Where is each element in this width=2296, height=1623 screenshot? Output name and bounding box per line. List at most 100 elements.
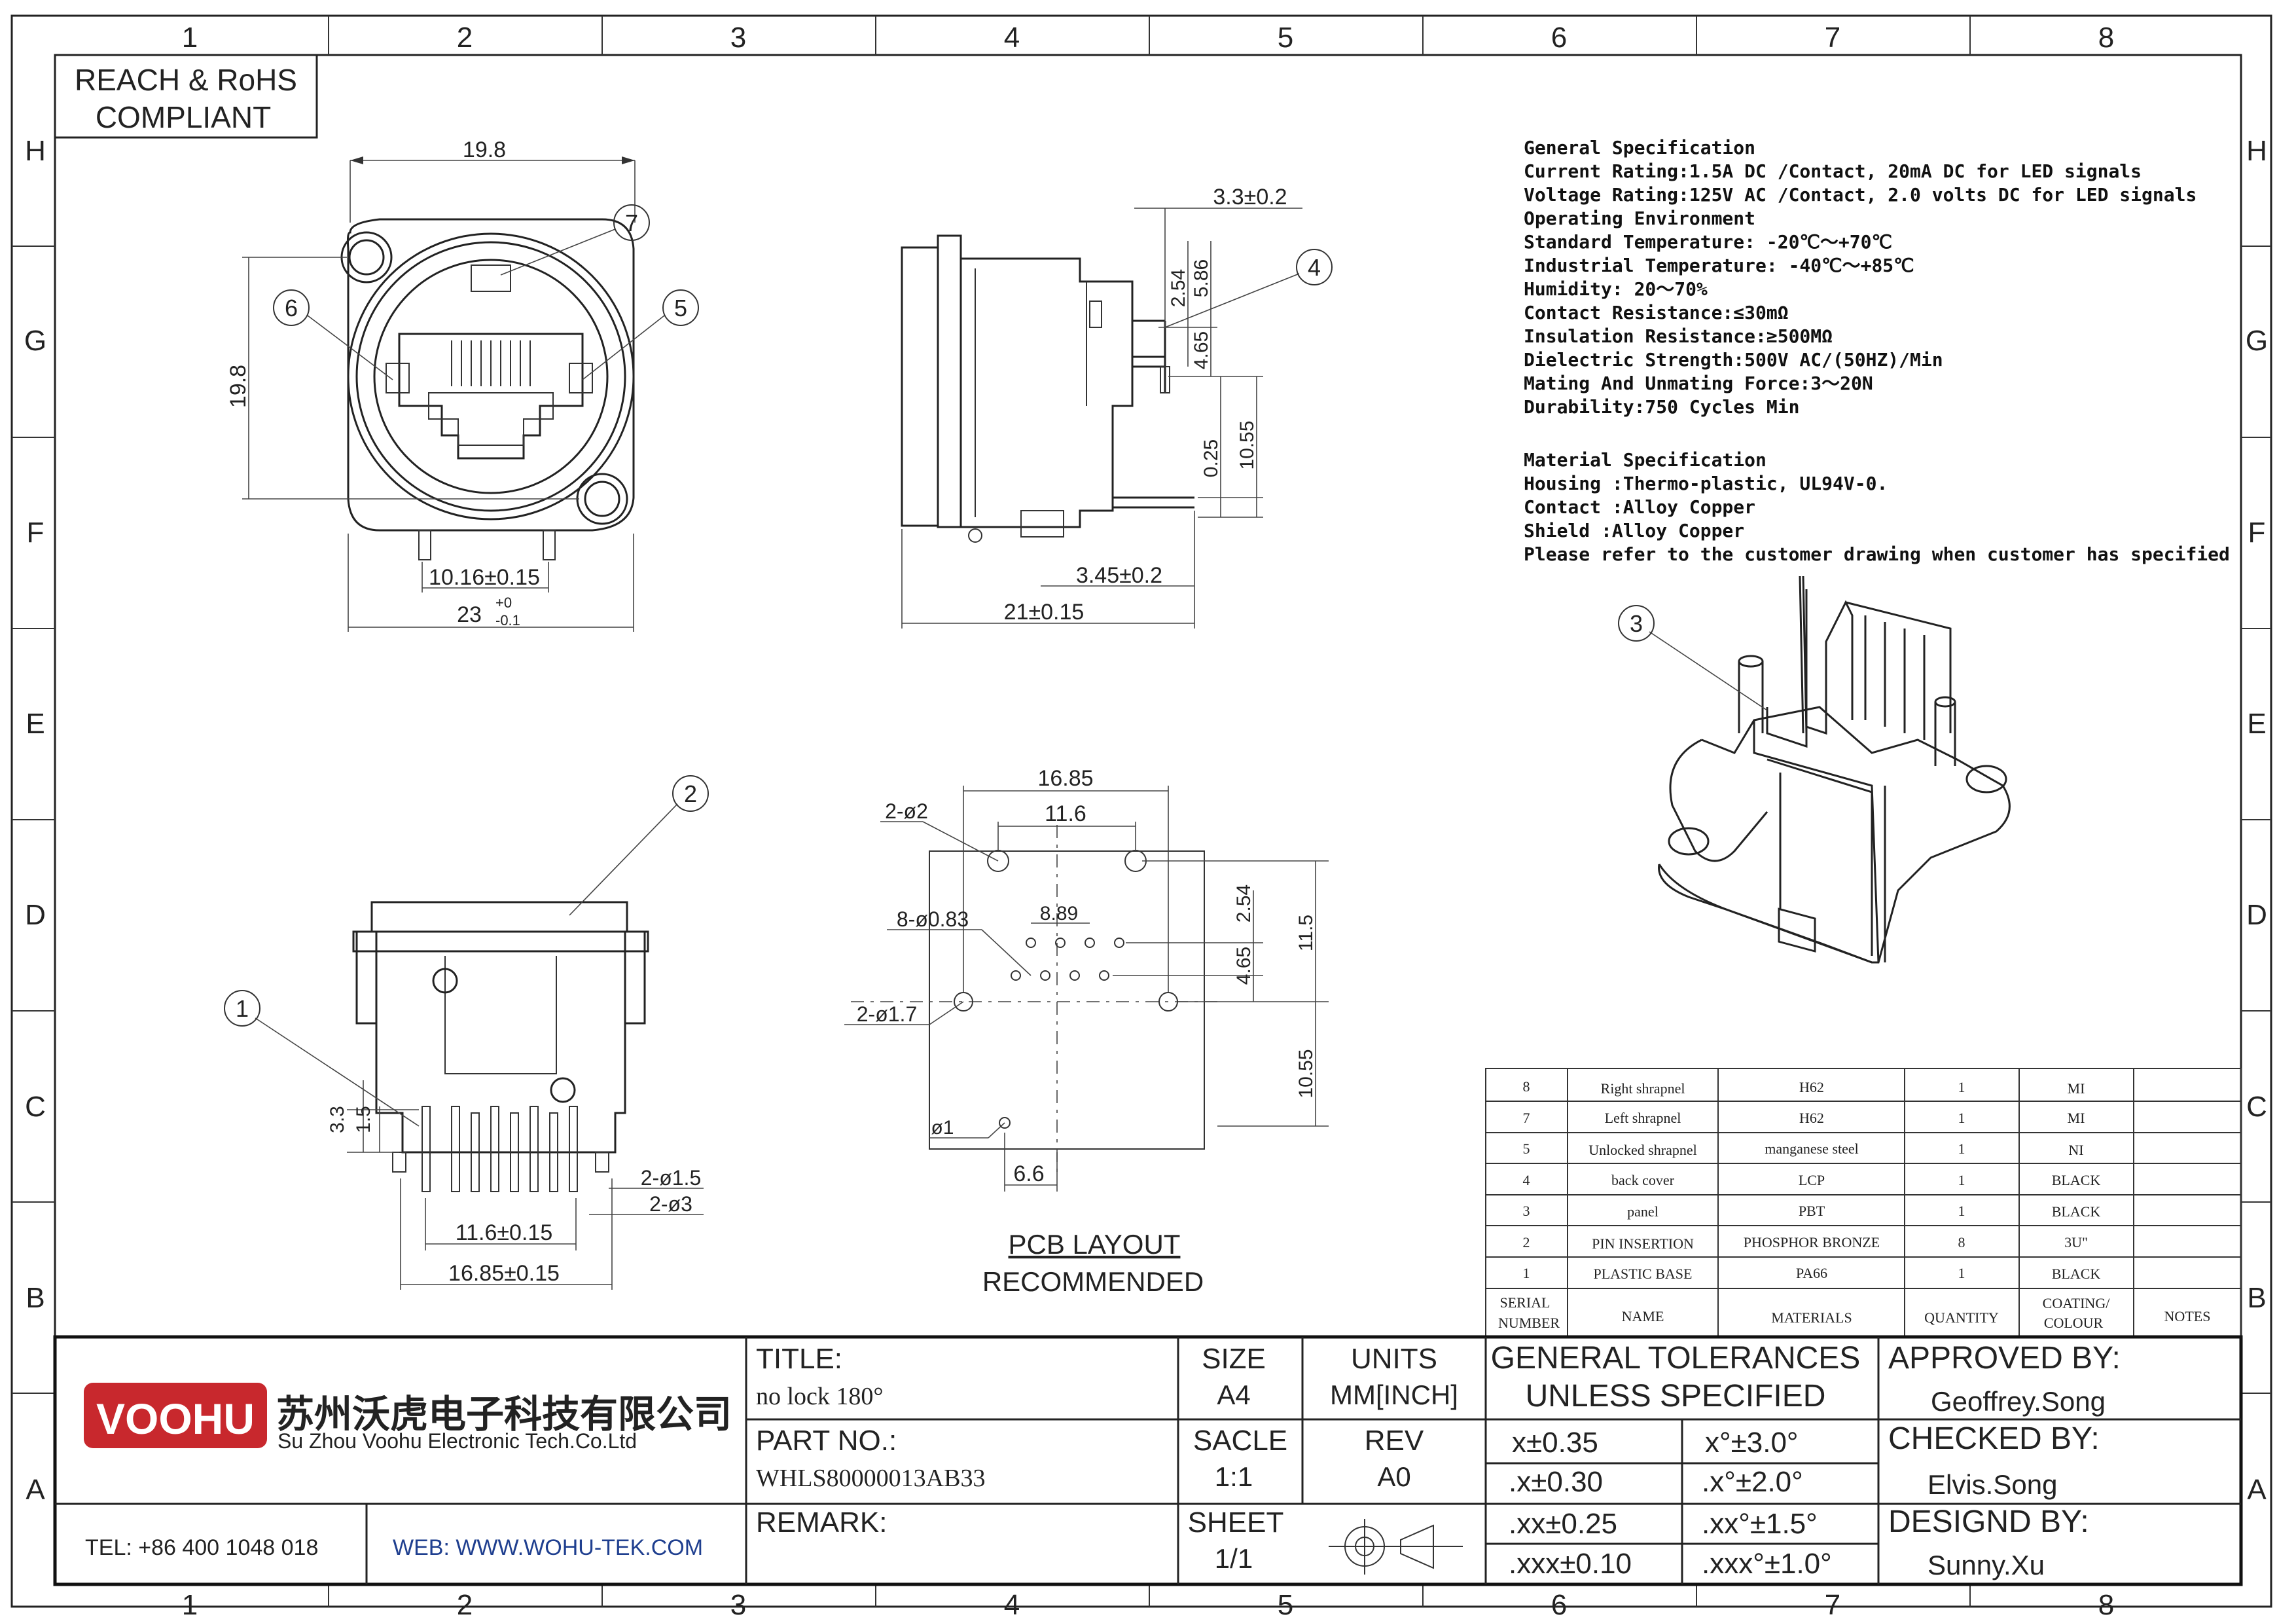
led-window-right [569,363,593,393]
rj45-contacts [451,340,531,386]
bom-cell: manganese steel [1765,1140,1859,1157]
dim-pcb-10: 10.55 [1295,1049,1317,1098]
scale-value: 1:1 [1215,1461,1253,1492]
bom-cell: 4 [1523,1172,1530,1188]
tol-cell: .xxx±0.10 [1509,1548,1632,1580]
scale-label: SACLE [1193,1425,1287,1457]
checked-label: CHECKED BY: [1888,1421,2100,1456]
bom-cell: 3 [1523,1203,1530,1219]
front-ring-inner [373,259,609,494]
tol-cell: .xx±0.25 [1509,1508,1617,1540]
spec-line: Shield :Alloy Copper [1524,520,1744,541]
tol-title-1: GENERAL TOLERANCES [1491,1341,1861,1376]
approved-value: Geoffrey.Song [1931,1386,2106,1417]
spec-line: Operating Environment [1524,208,1755,229]
bom-cell: 1 [1523,1265,1530,1281]
dim-bottom-1: 3.3 [327,1106,348,1133]
bom-cell: Left shrapnel [1605,1110,1681,1126]
col-label: 1 [182,1589,198,1621]
row-label: C [25,1091,46,1123]
sheet-value: 1/1 [1215,1543,1253,1574]
spec-line: Housing :Thermo-plastic, UL94V-0. [1524,473,1888,494]
projection-symbol [1329,1519,1463,1575]
bom-cell: NI [2068,1142,2083,1158]
pcb-caption-2: RECOMMENDED [982,1266,1204,1297]
dim-side-7: 3.45±0.2 [1076,563,1162,588]
bottom-side-right [624,930,646,1025]
dim-side-6: 10.55 [1236,420,1258,469]
col-label: 6 [1551,1589,1567,1621]
bom-cell: 3U" [2064,1234,2088,1250]
bom-cell: 1 [1958,1172,1965,1188]
spec-line: Please refer to the customer drawing whe… [1524,543,2230,565]
specification-block: General Specification Current Rating:1.5… [1524,137,2230,565]
dim-pcb-6: 2.54 [1233,884,1255,922]
dim-pcb-2: 11.6 [1045,801,1086,826]
logo-text: VOOHU [96,1395,255,1443]
bom-cell: LCP [1799,1172,1825,1188]
col-label: 8 [2098,1589,2114,1621]
spec-line: Insulation Resistance:≥500MΩ [1524,325,1833,347]
bom-header-notes: NOTES [2164,1308,2211,1324]
bom-cell: 1 [1958,1203,1965,1219]
col-label: 7 [1825,1589,1840,1621]
latch-window [471,264,511,292]
dim-overall-tol-upper: +0 [495,594,512,611]
dim-side-4: 4.65 [1191,331,1212,369]
col-label: 3 [730,1589,746,1621]
dim-side-1: 3.3±0.2 [1213,185,1287,210]
side-view: 3.3±0.2 2.54 5.86 4.65 0.25 10.55 3.45±0… [901,185,1333,629]
bottom-body [375,950,626,1154]
col-label: 7 [1825,22,1840,54]
col-label: 3 [730,22,746,54]
led-window-left [386,363,410,393]
tol-cell: .x±0.30 [1509,1466,1603,1498]
row-label: G [24,325,46,357]
dim-width: 19.8 [463,137,506,162]
bom-cell: PHOSPHOR BRONZE [1744,1234,1880,1250]
dim-overall-tol-lower: -0.1 [495,612,520,629]
balloon-5: 5 [674,295,687,321]
row-label: A [2247,1474,2267,1506]
row-label: D [2246,899,2267,931]
side-led-lead [1089,301,1102,328]
spec-line: Voltage Rating:125V AC /Contact, 2.0 vol… [1524,184,2197,206]
spec-line: Durability:750 Cycles Min [1524,396,1799,418]
row-label: D [25,899,46,931]
tol-cell: .x°±2.0° [1702,1466,1803,1498]
spec-line: Mating And Unmating Force:3～20N [1524,373,1873,394]
rj45-opening [398,333,584,460]
compliance-line-2: COMPLIANT [96,100,271,134]
col-label: 2 [457,22,473,54]
dim-side-2: 2.54 [1168,269,1189,307]
checked-value: Elvis.Song [1928,1469,2057,1500]
isometric-view: 3 [1618,575,2011,964]
spec-line: Standard Temperature: -20℃～+70℃ [1524,231,1892,253]
side-pin-tip [1160,366,1170,393]
bom-header-serial-1: SERIAL [1500,1294,1551,1311]
bom-cell: 2 [1523,1234,1530,1250]
bom-cell: MI [2068,1080,2085,1097]
balloon-3: 3 [1630,610,1643,637]
units-value: MM[INCH] [1330,1379,1458,1410]
dim-pcb-9: 2-ø1.7 [857,1002,917,1026]
approved-label: APPROVED BY: [1888,1341,2121,1376]
dim-height: 19.8 [226,365,251,408]
mount-hole-top-left-inner [348,239,385,276]
rj45-inner-outline [428,392,554,446]
front-pin-left [418,530,431,560]
row-label: F [27,517,45,549]
row-label: H [25,135,46,167]
bom-cell: BLACK [2052,1172,2101,1188]
spec-line: Industrial Temperature: -40℃～+85℃ [1524,255,1914,276]
bom-cell: back cover [1611,1172,1675,1188]
size-value: A4 [1217,1379,1250,1410]
bom-cell: PIN INSERTION [1592,1235,1694,1252]
tol-cell: .xxx°±1.0° [1702,1548,1832,1580]
bom-header-quantity: QUANTITY [1924,1309,1999,1326]
bom-cell: 1 [1958,1140,1965,1157]
dim-side-3: 5.86 [1191,259,1212,297]
tel-text: TEL: +86 400 1048 018 [85,1535,318,1560]
dim-bottom-6: 16.85±0.15 [448,1261,560,1286]
